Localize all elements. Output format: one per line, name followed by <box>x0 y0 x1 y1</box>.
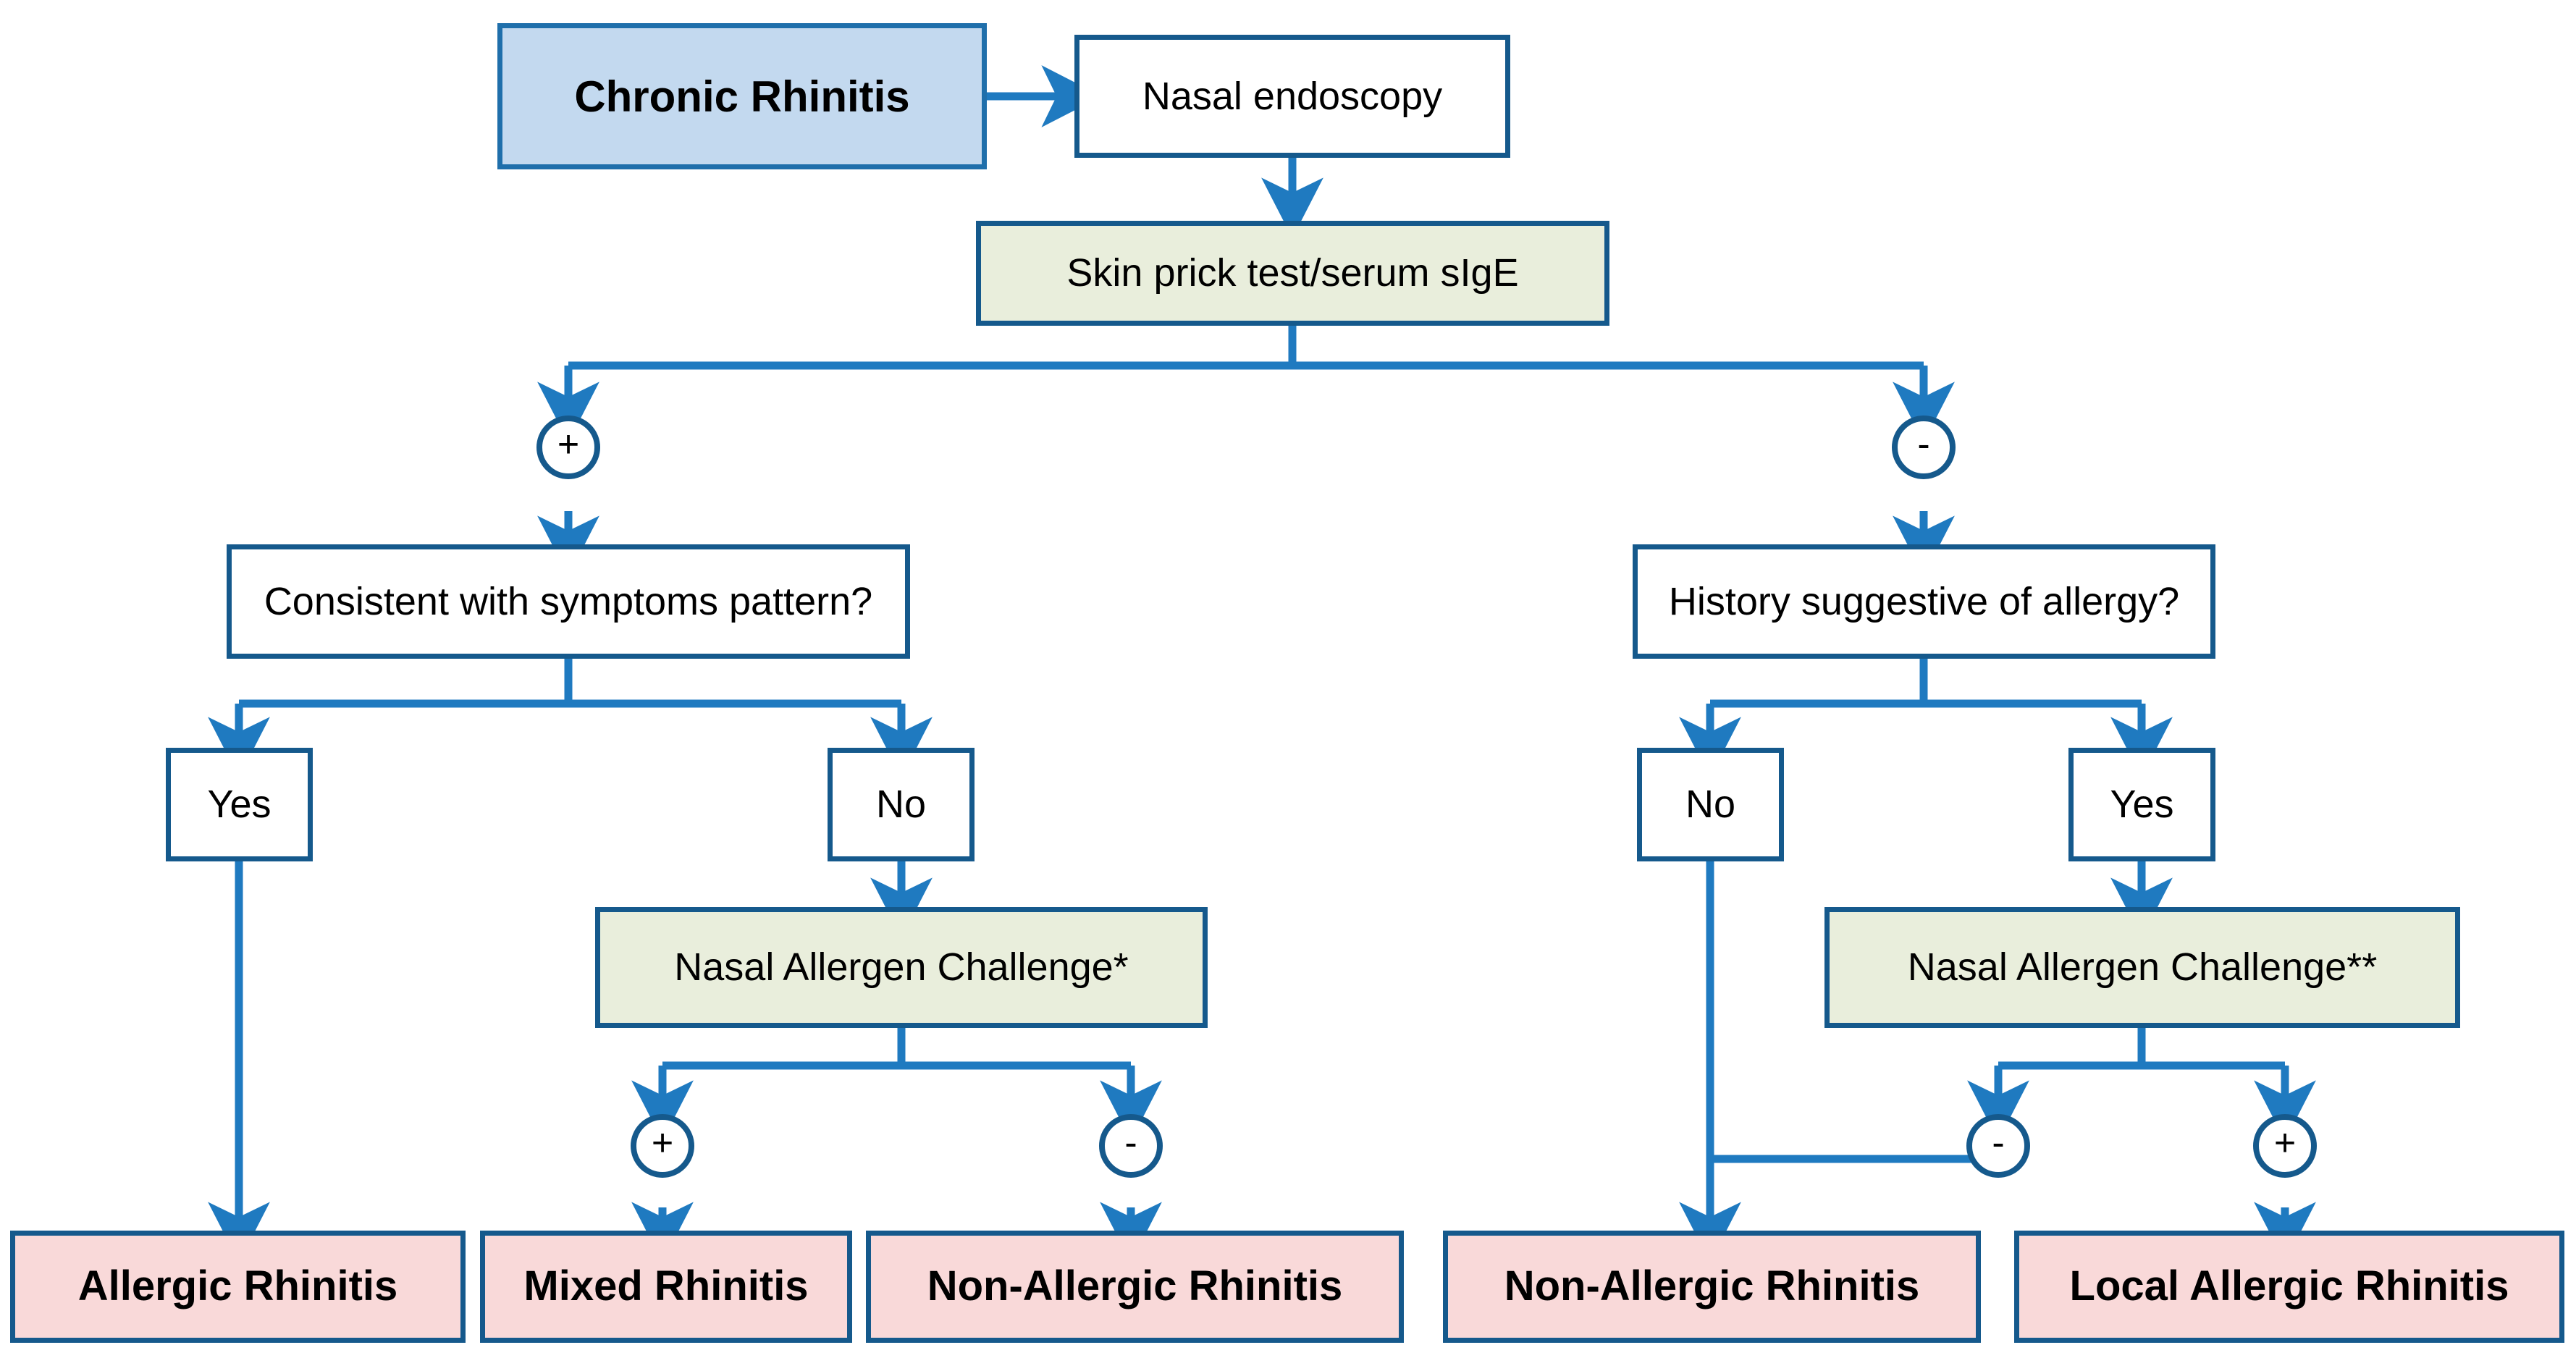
edge-nacright-bus <box>1998 1028 2285 1070</box>
sign-label: - <box>1992 1122 2005 1164</box>
sign-nac-right-negative[interactable]: - <box>1966 1114 2030 1178</box>
edge-consistent-bus <box>239 659 901 708</box>
node-label: Mixed Rhinitis <box>523 1262 809 1310</box>
node-label: Yes <box>2110 783 2174 827</box>
node-label: Skin prick test/serum sIgE <box>1066 251 1519 295</box>
node-label: Non-Allergic Rhinitis <box>1504 1262 1920 1310</box>
sign-skin-prick-negative[interactable]: - <box>1892 416 1956 479</box>
sign-skin-prick-positive[interactable]: + <box>536 416 600 479</box>
node-chronic-rhinitis[interactable]: Chronic Rhinitis <box>497 23 987 169</box>
node-right-yes[interactable]: Yes <box>2068 748 2215 861</box>
sign-nac-left-negative[interactable]: - <box>1099 1114 1163 1178</box>
node-label: Nasal Allergen Challenge** <box>1907 945 2378 990</box>
node-nasal-allergen-challenge-right[interactable]: Nasal Allergen Challenge** <box>1824 907 2460 1028</box>
sign-label: + <box>2273 1122 2297 1164</box>
node-right-no[interactable]: No <box>1637 748 1784 861</box>
node-history-suggestive-allergy[interactable]: History suggestive of allergy? <box>1633 544 2215 659</box>
node-label: No <box>875 783 927 827</box>
node-local-allergic-rhinitis[interactable]: Local Allergic Rhinitis <box>2014 1231 2564 1343</box>
node-left-yes[interactable]: Yes <box>166 748 313 861</box>
node-mixed-rhinitis[interactable]: Mixed Rhinitis <box>480 1231 852 1343</box>
node-label: Nasal Allergen Challenge* <box>674 945 1129 990</box>
node-label: Non-Allergic Rhinitis <box>927 1262 1343 1310</box>
node-label: Local Allergic Rhinitis <box>2069 1262 2509 1310</box>
node-label: History suggestive of allergy? <box>1668 579 2180 623</box>
sign-nac-right-positive[interactable]: + <box>2253 1114 2317 1178</box>
node-nasal-endoscopy[interactable]: Nasal endoscopy <box>1074 35 1510 158</box>
node-label: Allergic Rhinitis <box>77 1262 398 1310</box>
node-label: Chronic Rhinitis <box>574 72 910 121</box>
node-label: Consistent with symptoms pattern? <box>264 579 873 623</box>
node-left-no[interactable]: No <box>828 748 975 861</box>
edge-history-bus <box>1710 659 2142 708</box>
node-label: No <box>1685 783 1736 827</box>
node-allergic-rhinitis[interactable]: Allergic Rhinitis <box>10 1231 466 1343</box>
node-non-allergic-rhinitis-left[interactable]: Non-Allergic Rhinitis <box>866 1231 1404 1343</box>
sign-label: - <box>1917 423 1930 465</box>
node-non-allergic-rhinitis-right[interactable]: Non-Allergic Rhinitis <box>1443 1231 1981 1343</box>
edge-nacleft-bus <box>662 1028 1131 1070</box>
sign-label: + <box>651 1122 674 1164</box>
sign-label: + <box>557 423 580 465</box>
node-consistent-with-symptoms[interactable]: Consistent with symptoms pattern? <box>227 544 910 659</box>
sign-label: - <box>1124 1122 1137 1164</box>
sign-nac-left-positive[interactable]: + <box>631 1114 694 1178</box>
edge-skinprick-bus <box>568 326 1924 370</box>
node-label: Yes <box>207 783 272 827</box>
node-skin-prick-test[interactable]: Skin prick test/serum sIgE <box>976 221 1609 326</box>
node-label: Nasal endoscopy <box>1142 74 1443 118</box>
node-nasal-allergen-challenge-left[interactable]: Nasal Allergen Challenge* <box>595 907 1208 1028</box>
